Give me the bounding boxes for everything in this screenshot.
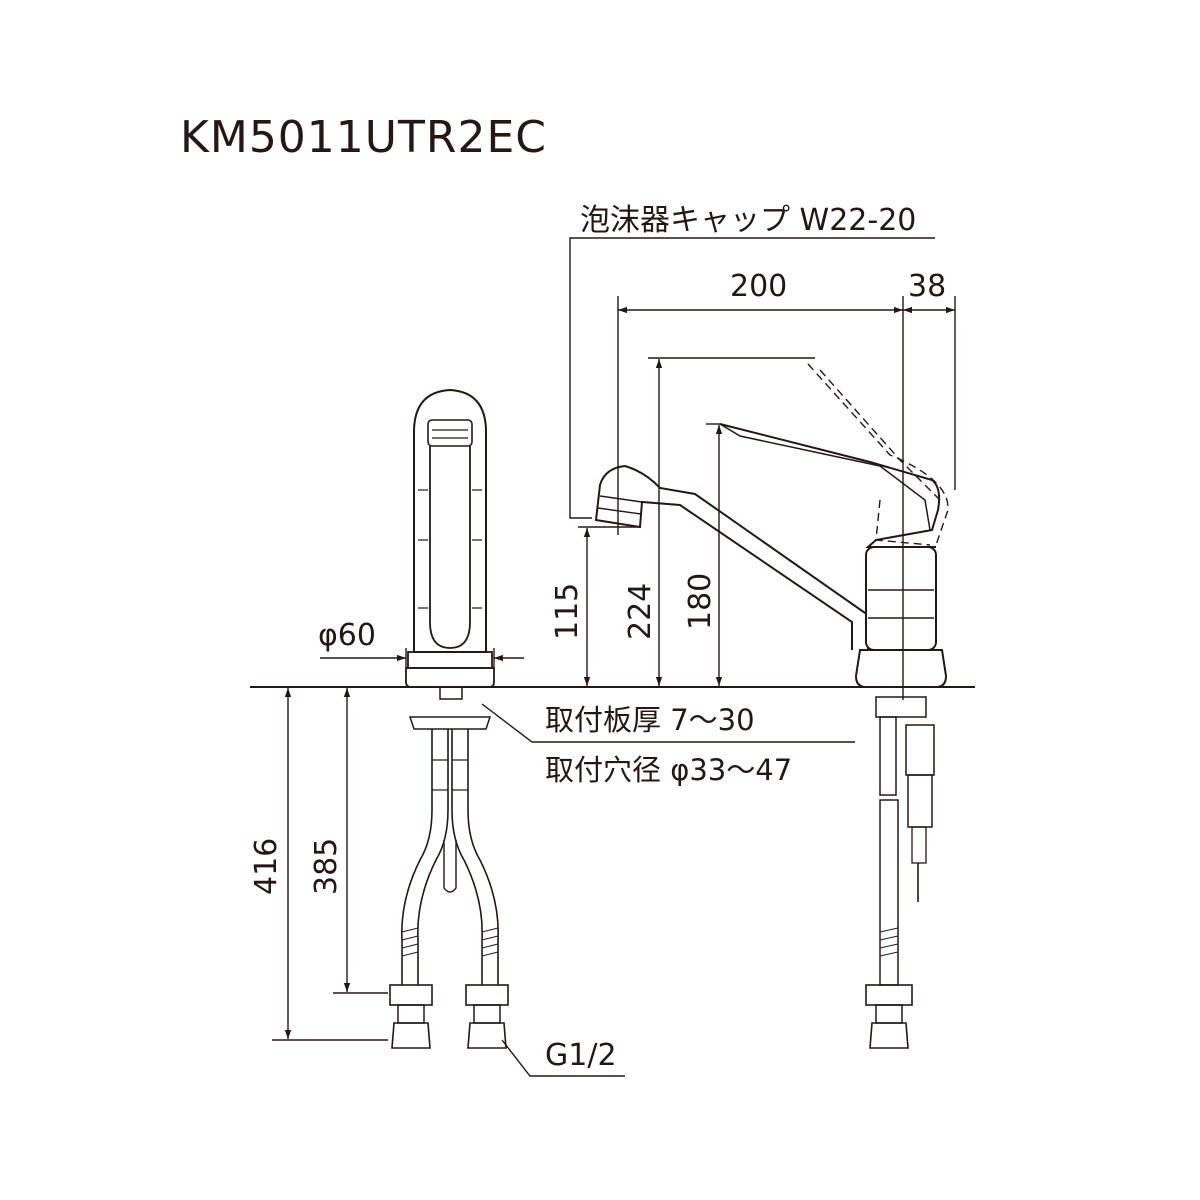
mounting-thickness-label: 取付板厚 7～30 [545,703,755,737]
aerator-cap-label: 泡沫器キャップ W22-20 [580,203,916,238]
mounting-hole-label: 取付穴径 φ33～47 [545,753,792,787]
dimension-lines [272,237,956,1077]
overall-depth-dim: 416 [249,838,284,895]
spout-reach-dim: 200 [730,269,787,304]
faucet-front-view [389,388,509,1049]
faucet-side-view [594,363,949,1049]
handle-offset-dim: 38 [908,269,946,304]
handle-height-dim: 180 [683,573,718,630]
hose-depth-dim: 385 [309,838,344,895]
model-number-title: KM5011UTR2EC [180,112,547,163]
spout-top-height-dim: 224 [623,583,658,640]
base-diameter-dim: φ60 [318,618,376,653]
outlet-height-dim: 115 [550,583,585,640]
connection-thread-label: G1/2 [545,1038,617,1073]
